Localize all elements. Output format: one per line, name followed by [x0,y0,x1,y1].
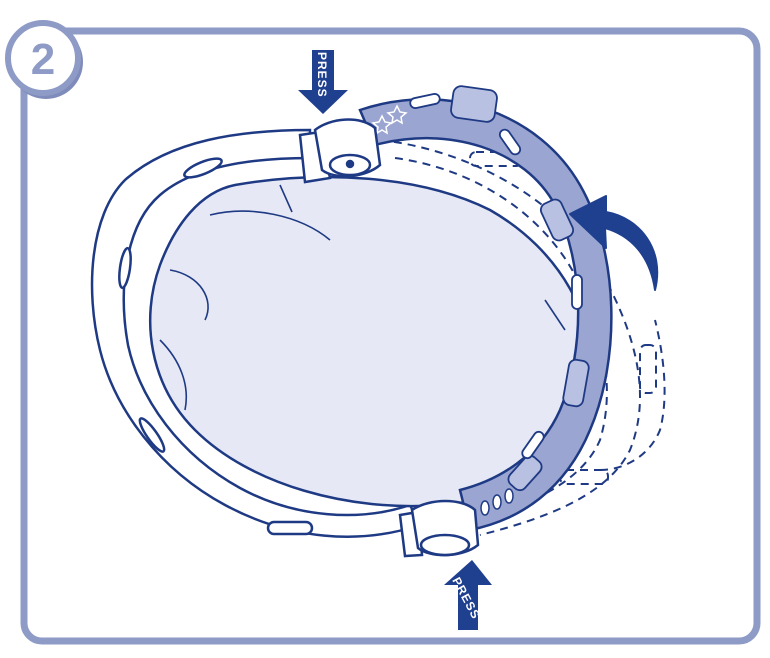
bottom-hinge [398,499,480,558]
band-marks [480,488,514,516]
down-arrow-icon [298,50,348,114]
cushion-creases [159,184,566,411]
step-number: 2 [31,35,55,84]
blue-band [358,85,613,532]
step-badge: 2 [5,20,83,99]
press-arrow-top: PRESS [298,50,348,114]
curved-arrow-icon [569,195,659,291]
press-arrow-bottom: PRESS [444,560,492,630]
top-hinge [298,118,382,184]
press-label-top: PRESS [315,52,329,98]
up-arrow-icon [444,560,492,630]
